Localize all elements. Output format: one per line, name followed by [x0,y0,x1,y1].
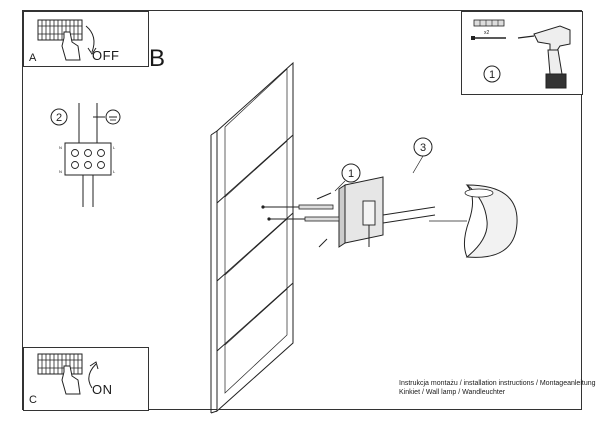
dowel-and-screw-icon [471,19,506,40]
panel-c-letter: C [29,394,37,406]
fuse-box-hand-drawing [37,353,99,395]
screw-icon [267,216,340,222]
wall-lamp-shade-drawing [429,184,518,258]
wall-panel-drawing [210,61,294,414]
terminal-label: N [59,145,62,150]
drill-icon [517,25,571,89]
tools-step-number: 1 [489,69,495,81]
wiring-terminal-drawing: 2 N L N L [50,103,121,207]
caption-line-2: Kinkiet / Wall lamp / Wandleuchter [399,389,506,396]
tools-panel: x2 1 [461,11,583,95]
svg-text:3: 3 [420,142,426,154]
wiring-step-number: 2 [56,112,62,124]
fuse-box-hand-drawing [37,19,97,61]
instruction-sheet: A OFF x2 1 B [22,10,596,414]
panel-c-switch-on: C ON [23,347,149,411]
callout-3: 3 [412,137,433,174]
panel-a-letter: A [29,52,37,64]
quantity-label: x2 [484,30,490,36]
terminal-label: L [113,145,116,150]
on-label: ON [92,382,113,397]
mounting-bracket-drawing [261,176,436,248]
terminal-label: N [59,169,62,174]
caption-line-1: Instrukcja montażu / installation instru… [399,380,596,387]
terminal-label: L [113,169,116,174]
callout-1: 1 [334,163,361,192]
off-label: OFF [92,48,120,63]
tools-drawing: x2 1 [471,19,571,89]
panel-b-letter: B [149,45,166,72]
screw-icon [261,204,334,210]
instruction-caption: Instrukcja montażu / installation instru… [399,379,596,397]
panel-a-switch-off: A OFF [23,11,149,67]
svg-text:1: 1 [348,168,354,180]
